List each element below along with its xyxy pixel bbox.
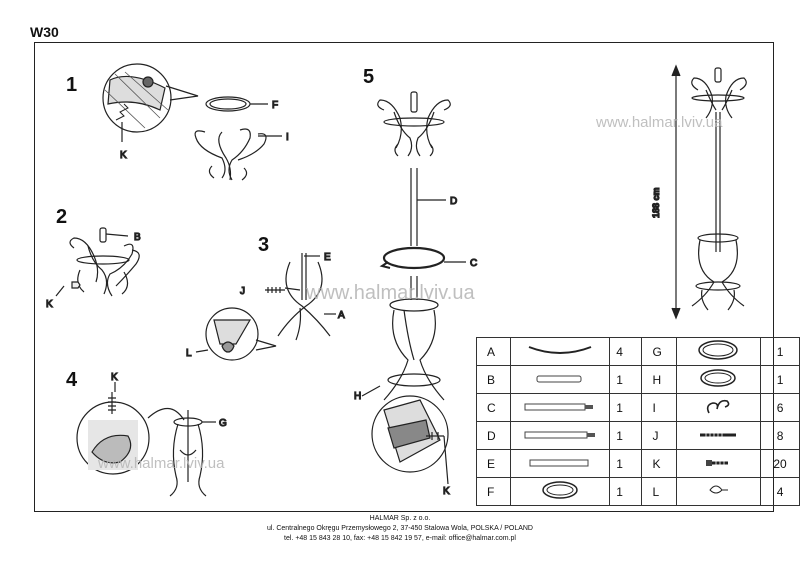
label-k-step1: K (120, 150, 127, 161)
part-image (675, 477, 762, 506)
part-quantity: 20 (760, 449, 800, 478)
part-quantity: 1 (760, 365, 800, 394)
part-image (510, 393, 611, 422)
part-code: F (475, 477, 512, 506)
step-number-3: 3 (258, 234, 270, 256)
step2-illustration (55, 227, 140, 297)
hook-icon (703, 399, 733, 420)
part-code: I (641, 393, 677, 422)
part-code: H (641, 365, 677, 394)
label-l-step3: L (186, 348, 192, 359)
lower-pole-icon (528, 457, 592, 471)
label-g-step4: G (219, 418, 227, 429)
watermark: www.halmar.lviv.ua (596, 114, 723, 131)
label-d-step5: D (450, 196, 457, 207)
part-quantity: 6 (760, 393, 800, 422)
label-a-step3: A (338, 310, 345, 321)
step-number-2: 2 (56, 206, 68, 228)
top-finial-icon (535, 373, 585, 387)
part-quantity: 1 (609, 449, 643, 478)
part-image (675, 337, 762, 366)
part-quantity: 1 (760, 337, 800, 366)
large-ring-icon (696, 340, 740, 364)
step1-small-ring (205, 96, 268, 112)
part-image (510, 421, 611, 450)
part-image (510, 337, 611, 366)
part-code: L (641, 477, 677, 506)
connector-bolt-icon (523, 401, 597, 415)
step-number-1: 1 (66, 74, 78, 96)
height-dimension (671, 64, 681, 320)
foot-pad-icon (706, 485, 730, 501)
part-image (675, 393, 762, 422)
part-image (510, 477, 611, 506)
watermark: www.halmar.lviv.ua (306, 282, 475, 304)
model-code: W30 (30, 24, 59, 40)
step5-illustration (361, 91, 466, 485)
height-label: 188 cm (651, 187, 661, 218)
part-code: C (475, 393, 512, 422)
step4-illustration (76, 382, 216, 497)
footer-company: HALMAR Sp. z o.o. (369, 515, 431, 522)
step1-detail-illustration (102, 63, 199, 142)
step1-hook-crown (194, 128, 282, 181)
part-quantity: 1 (609, 393, 643, 422)
part-quantity: 4 (760, 477, 800, 506)
coat-stand-full-illustration (691, 67, 747, 311)
footer-address: ul. Centralnego Okręgu Przemysłowego 2, … (266, 525, 533, 532)
label-k-step4: K (111, 372, 118, 383)
label-f-step1: F (272, 100, 278, 111)
part-code: J (641, 421, 677, 450)
long-screw-icon (698, 429, 738, 443)
label-c-step5: C (470, 258, 477, 269)
short-screw-icon (704, 457, 732, 471)
part-image (510, 449, 611, 478)
label-b-step2: B (134, 232, 141, 243)
part-quantity: 8 (760, 421, 800, 450)
footer-contact: tel. +48 15 843 28 10, fax: +48 15 842 1… (284, 535, 516, 542)
part-code: K (641, 449, 677, 478)
part-code: G (641, 337, 677, 366)
part-code: D (475, 421, 512, 450)
part-code: E (475, 449, 512, 478)
label-h-step5: H (354, 391, 361, 402)
label-i-step1: I (286, 132, 289, 143)
small-ring-icon (540, 481, 580, 504)
part-quantity: 4 (609, 337, 643, 366)
watermark: www.halmar.lviv.ua (98, 455, 225, 472)
label-k-step5: K (443, 486, 450, 497)
part-code: B (475, 365, 512, 394)
part-image (675, 365, 762, 394)
label-k-step2: K (46, 299, 53, 310)
label-e-step3: E (324, 252, 331, 263)
part-quantity: 1 (609, 365, 643, 394)
part-quantity: 1 (609, 421, 643, 450)
step-number-4: 4 (66, 369, 78, 391)
medium-ring-icon (698, 369, 738, 392)
label-j-step3: J (240, 286, 245, 297)
part-code: A (475, 337, 512, 366)
step-number-5: 5 (363, 66, 375, 88)
part-image (510, 365, 611, 394)
part-image (675, 421, 762, 450)
pole-icon (523, 429, 597, 443)
part-quantity: 1 (609, 477, 643, 506)
part-image (675, 449, 762, 478)
curved-leg-icon (525, 346, 595, 360)
step3-illustration (195, 253, 336, 361)
instruction-frame (34, 42, 774, 512)
